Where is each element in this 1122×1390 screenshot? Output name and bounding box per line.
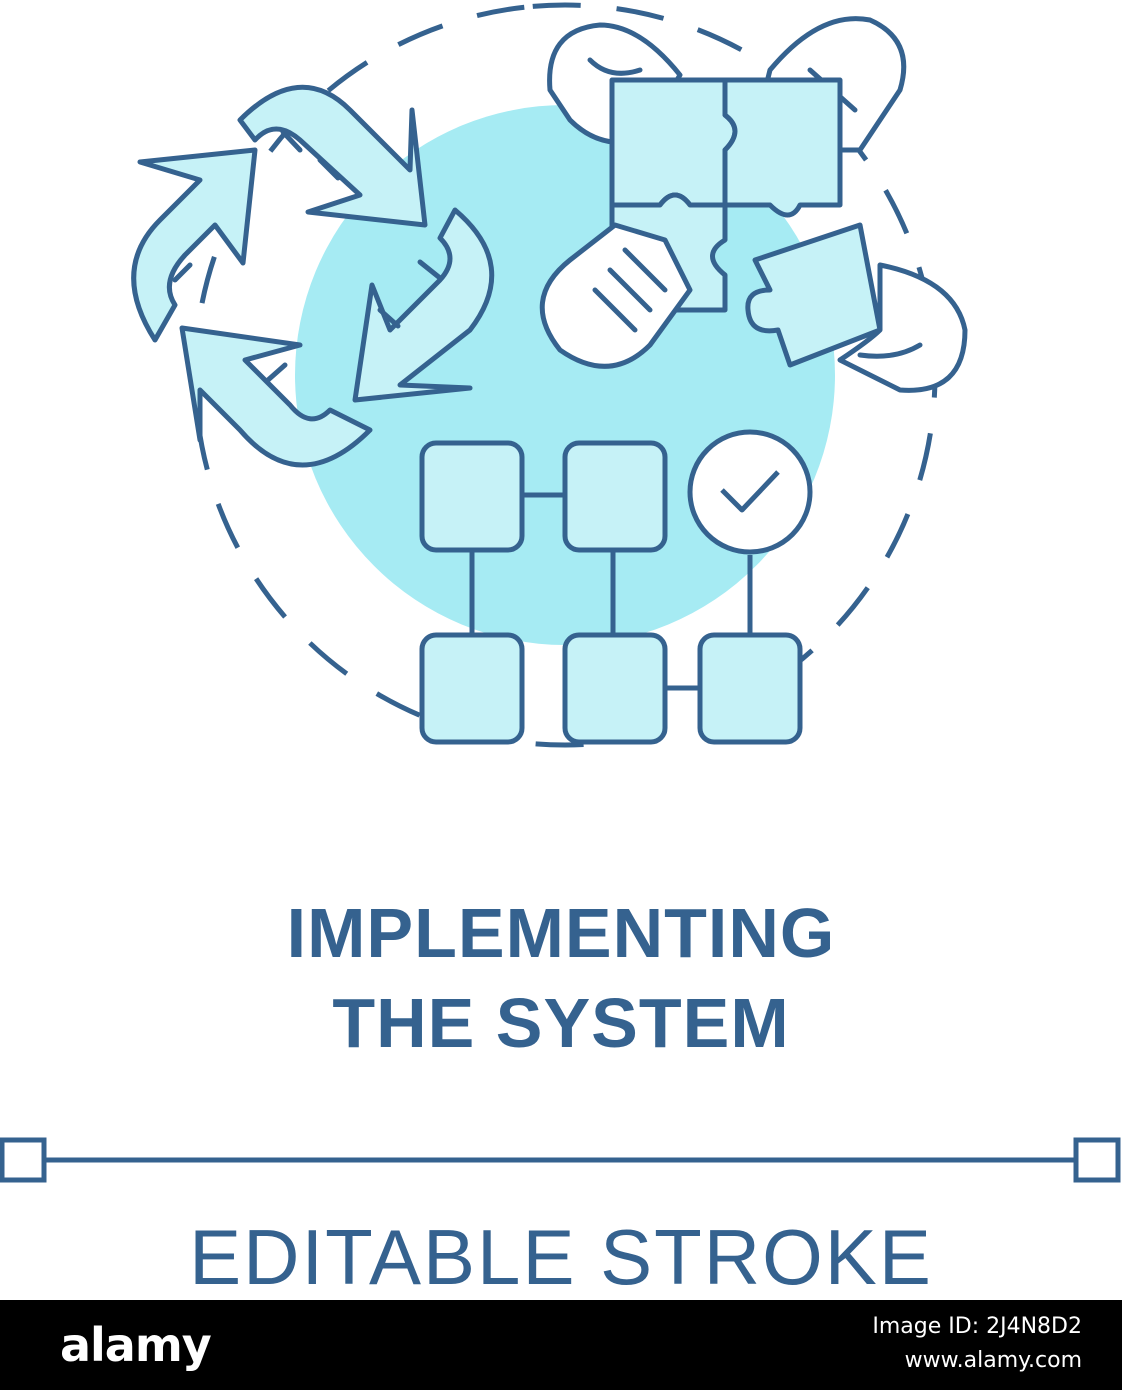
stroke-handle-right — [1073, 1137, 1121, 1183]
site-url: www.alamy.com — [904, 1348, 1082, 1373]
editable-stroke-label: EDITABLE STROKE — [189, 1213, 933, 1301]
title-line-1: IMPLEMENTING — [286, 894, 836, 972]
dashed-ring — [192, 2, 938, 748]
hands-puzzle-icon — [539, 16, 968, 393]
flowchart-icon — [419, 429, 813, 745]
flow-node — [419, 440, 525, 553]
flow-node — [697, 632, 803, 745]
image-id: Image ID: 2J4N8D2 — [872, 1314, 1082, 1339]
flow-node — [562, 440, 668, 553]
flow-node — [562, 632, 668, 745]
alamy-logo: alamy — [60, 1318, 212, 1372]
stroke-handle-left — [0, 1137, 47, 1183]
checkmark-icon — [687, 429, 813, 555]
implementing-system-illustration — [131, 2, 968, 748]
recycle-arrows-icon — [131, 84, 495, 468]
footer-bar: alamy Image ID: 2J4N8D2 www.alamy.com — [0, 1300, 1122, 1390]
title-line-2: THE SYSTEM — [332, 984, 790, 1062]
flow-node — [419, 632, 525, 745]
stroke-handle-line — [0, 1137, 1121, 1183]
